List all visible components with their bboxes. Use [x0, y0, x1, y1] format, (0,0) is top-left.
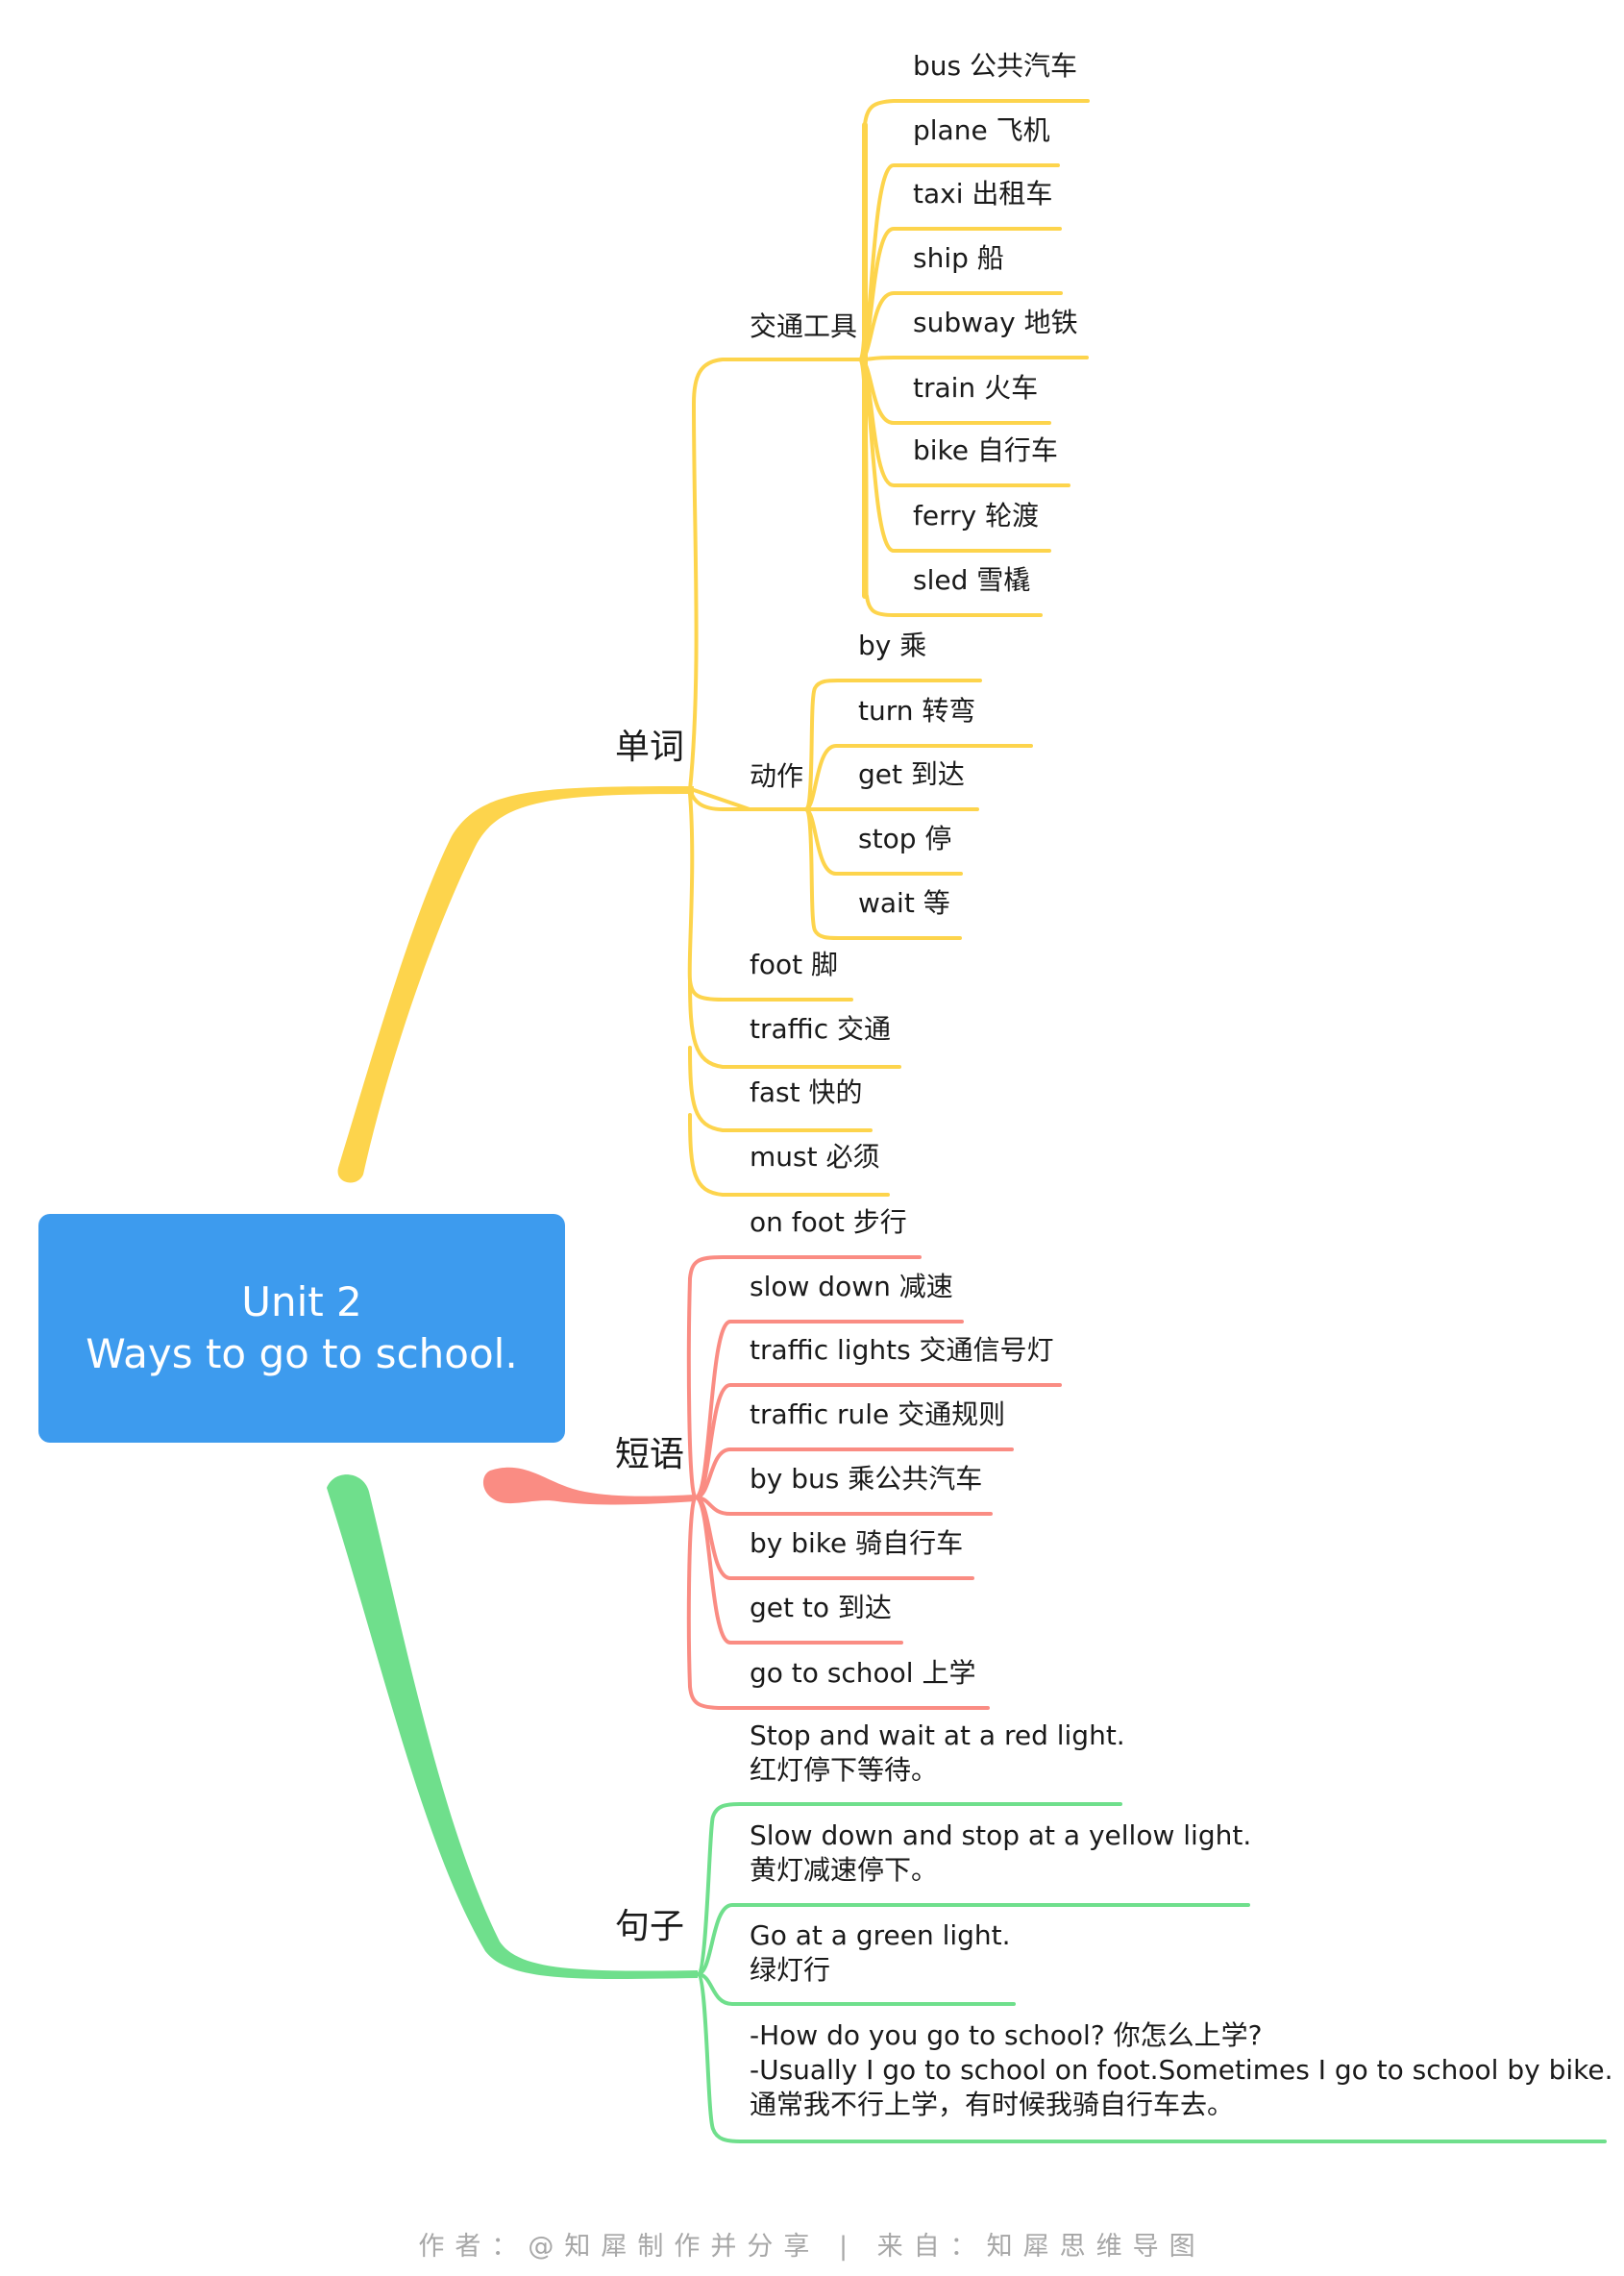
leaf-words-3[interactable]: must 必须: [750, 1141, 880, 1173]
leaf-phrase-5[interactable]: by bike 骑自行车: [750, 1527, 964, 1559]
leaf-sentence-0-line-1[interactable]: 红灯停下等待。: [750, 1754, 939, 1786]
branch-connector-sentences: [327, 1474, 698, 1979]
leaf-words-1[interactable]: traffic 交通: [750, 1013, 892, 1045]
leaf-phrase-6[interactable]: get to 到达: [750, 1592, 892, 1623]
leaf-sentence-3-line-2[interactable]: 通常我不行上学，有时候我骑自行车去。: [750, 2089, 1235, 2120]
leaf-action-4[interactable]: wait 等: [858, 887, 950, 919]
vehicles-connector-4: [858, 356, 1089, 361]
actions-connector-3: [803, 807, 963, 876]
phrases-connector-6: [694, 1496, 903, 1645]
leaf-vehicle-1[interactable]: plane 飞机: [913, 114, 1050, 146]
leaf-action-2[interactable]: get 到达: [858, 758, 965, 790]
actions-connector-0: [803, 679, 982, 811]
branch-connector-words: [337, 786, 694, 1183]
leaf-phrase-4[interactable]: by bus 乘公共汽车: [750, 1463, 983, 1495]
leaf-vehicle-8[interactable]: sled 雪橇: [913, 564, 1031, 596]
phrases-connector-0: [686, 1255, 922, 1499]
leaf-vehicle-6[interactable]: bike 自行车: [913, 434, 1058, 466]
leaf-vehicle-2[interactable]: taxi 出租车: [913, 178, 1053, 210]
root-node[interactable]: Unit 2 Ways to go to school.: [38, 1214, 565, 1443]
branch-label-sentences[interactable]: 句子: [615, 1907, 685, 1946]
phrases-connector-7: [686, 1496, 990, 1710]
phrases-connector-4: [694, 1496, 993, 1516]
actions-connector-1: [803, 744, 1033, 811]
group-label-vehicles[interactable]: 交通工具: [750, 310, 858, 342]
leaf-action-0[interactable]: by 乘: [858, 630, 927, 661]
leaf-sentence-0-line-0[interactable]: Stop and wait at a red light.: [750, 1719, 1125, 1751]
leaf-phrase-3[interactable]: traffic rule 交通规则: [750, 1398, 1006, 1430]
footer-credit: 作者：@知犀制作并分享 | 来自：知犀思维导图: [418, 2232, 1206, 2262]
leaf-sentence-1-line-0[interactable]: Slow down and stop at a yellow light.: [750, 1819, 1252, 1851]
leaf-sentence-2-line-0[interactable]: Go at a green light.: [750, 1919, 1011, 1951]
words-connector-fast: [688, 1046, 873, 1132]
actions-connector-4: [803, 807, 962, 940]
leaf-vehicle-4[interactable]: subway 地铁: [913, 307, 1078, 338]
leaf-sentence-1-line-1[interactable]: 黄灯减速停下。: [750, 1854, 939, 1886]
leaf-vehicle-7[interactable]: ferry 轮渡: [913, 500, 1040, 532]
branch-label-phrases[interactable]: 短语: [615, 1435, 685, 1474]
words-connector-vehicles: [688, 358, 862, 792]
leaf-action-3[interactable]: stop 停: [858, 823, 952, 854]
words-connector-link: [692, 788, 751, 811]
words-connector-must: [688, 1113, 890, 1197]
leaf-words-0[interactable]: foot 脚: [750, 949, 838, 980]
leaf-sentence-2-line-1[interactable]: 绿灯行: [750, 1954, 831, 1986]
leaf-phrase-2[interactable]: traffic lights 交通信号灯: [750, 1334, 1054, 1366]
leaf-vehicle-5[interactable]: train 火车: [913, 372, 1039, 404]
words-connector-traffic: [688, 978, 901, 1069]
group-label-actions[interactable]: 动作: [750, 760, 804, 792]
root-subtitle: Ways to go to school.: [86, 1330, 518, 1377]
sentences-connector-1: [696, 1903, 1250, 1976]
branch-label-words[interactable]: 单词: [615, 728, 685, 767]
leaf-phrase-0[interactable]: on foot 步行: [750, 1206, 907, 1238]
leaf-words-2[interactable]: fast 快的: [750, 1076, 863, 1108]
branch-connector-phrases: [482, 1467, 696, 1505]
phrases-connector-3: [694, 1447, 1014, 1499]
leaf-vehicle-3[interactable]: ship 船: [913, 242, 1004, 274]
leaf-vehicle-0[interactable]: bus 公共汽车: [913, 50, 1078, 82]
leaf-sentence-3-line-1[interactable]: -Usually I go to school on foot.Sometime…: [750, 2054, 1613, 2086]
leaf-action-1[interactable]: turn 转弯: [858, 695, 976, 727]
leaf-sentence-3-line-0[interactable]: -How do you go to school? 你怎么上学?: [750, 2019, 1263, 2051]
sentences-connector-3: [696, 1972, 1607, 2143]
phrases-connector-2: [694, 1383, 1062, 1499]
sentences-connector-2: [696, 1972, 1016, 2006]
leaf-phrase-1[interactable]: slow down 减速: [750, 1271, 953, 1302]
root-title: Unit 2: [241, 1278, 362, 1325]
sentences-connector-0: [696, 1802, 1122, 1976]
leaf-phrase-7[interactable]: go to school 上学: [750, 1657, 976, 1689]
words-connector-foot: [687, 792, 853, 1002]
